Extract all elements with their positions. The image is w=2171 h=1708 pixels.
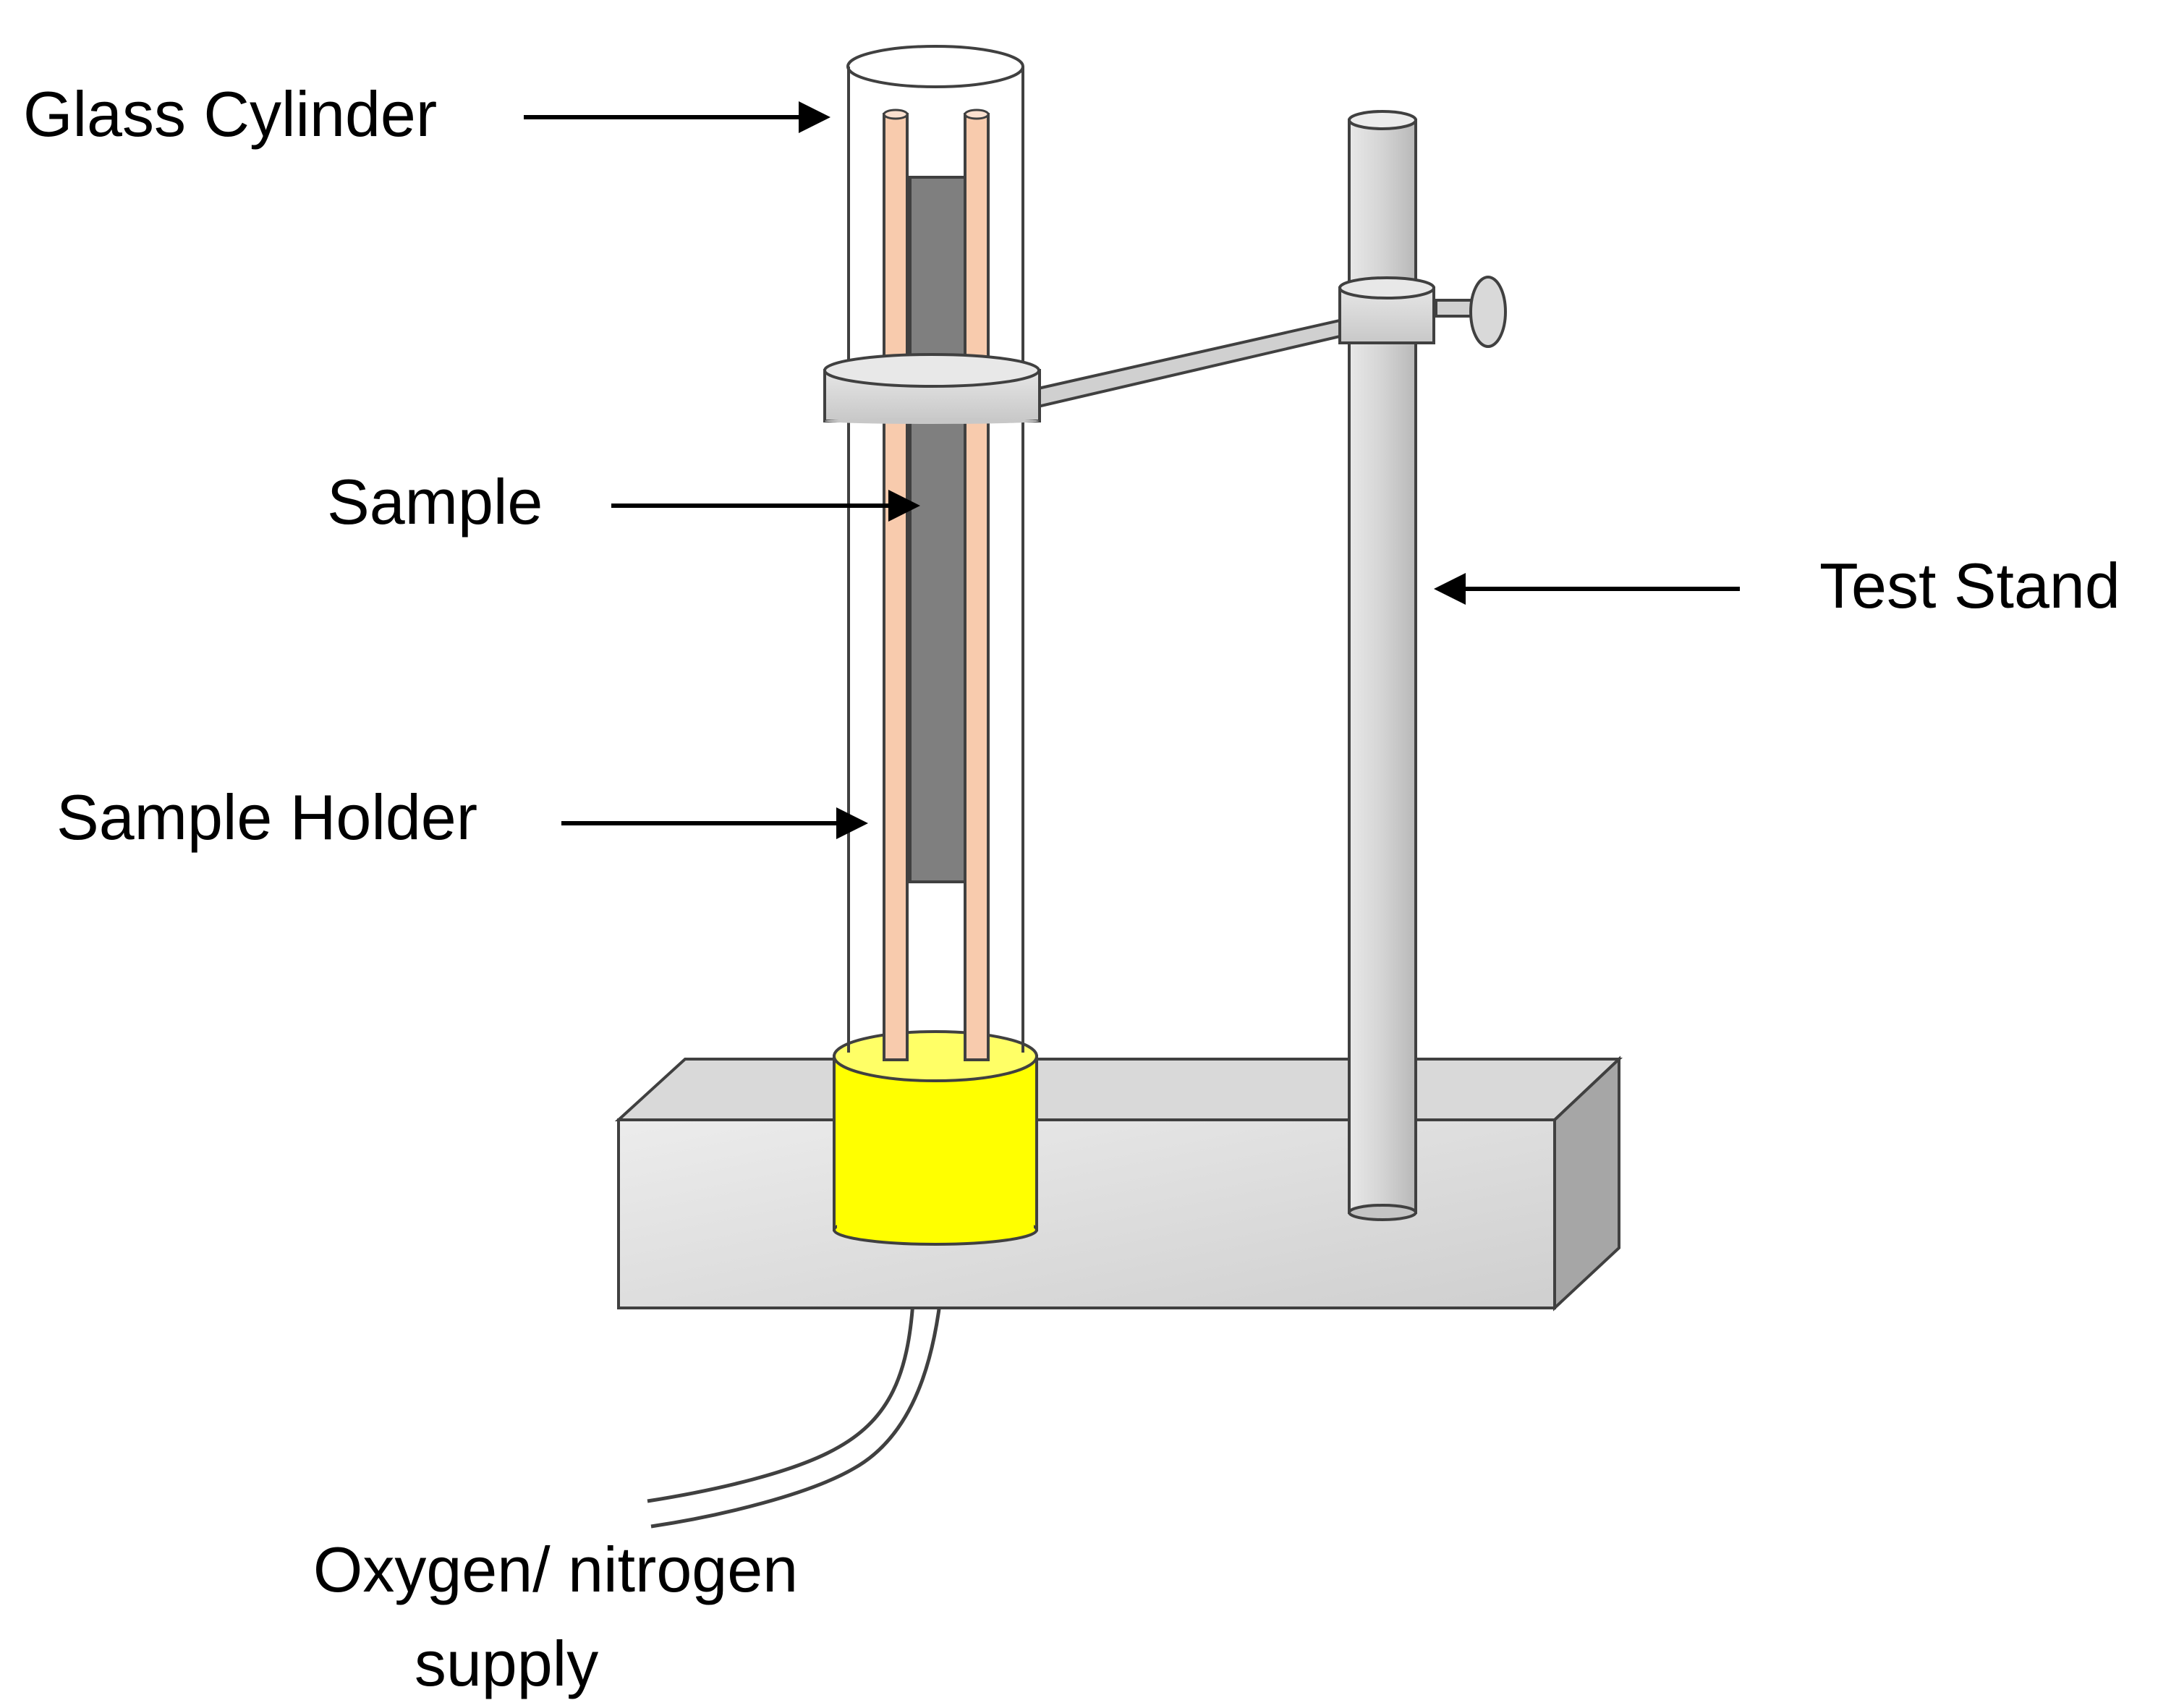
gas-supply-tube — [647, 1244, 947, 1529]
base-top-face — [614, 1058, 1623, 1121]
glass-cylinder-arrow — [524, 101, 830, 133]
gas-inlet-cup — [833, 1030, 1038, 1246]
sample-strip — [909, 176, 966, 883]
sample-holder-arrow — [561, 807, 868, 839]
test-stand-arrow — [1434, 573, 1740, 605]
sample-holder-rod-left — [883, 113, 909, 1061]
gas-supply-label-line1: Oxygen/ nitrogen — [313, 1534, 798, 1605]
stand-clamp — [1037, 276, 1507, 409]
cylinder-clamp-ring — [823, 353, 1041, 424]
sample-holder-rod-right — [964, 113, 990, 1061]
base-block — [614, 1055, 1623, 1312]
clamp-screw-knob — [1469, 276, 1507, 348]
gas-supply-label-line2: supply — [415, 1628, 598, 1699]
sample-arrow — [611, 490, 920, 522]
test-stand-label: Test Stand — [1819, 550, 2120, 621]
glass-cylinder — [846, 45, 1024, 1053]
clamp-arm — [1037, 316, 1351, 409]
sample-label: Sample — [327, 466, 543, 538]
glass-cylinder-label: Glass Cylinder — [23, 78, 437, 150]
sample-holder-label: Sample Holder — [56, 781, 477, 853]
sample-holder — [883, 109, 990, 1061]
